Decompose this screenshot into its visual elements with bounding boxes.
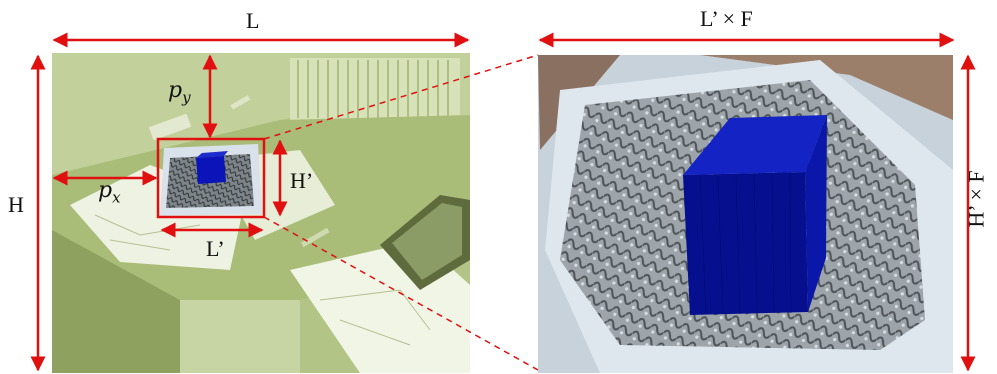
frame-width-label: L [246, 8, 259, 34]
zoomed-view [538, 55, 953, 373]
box-height-label: H’ [290, 168, 313, 194]
offset-y-symbol: p [168, 78, 182, 103]
camera-frame [52, 53, 470, 373]
floor [180, 300, 300, 373]
offset-x-label: px [98, 178, 121, 206]
zoom-width-label: L’ × F [700, 6, 753, 32]
offset-x-subscript: x [112, 188, 120, 206]
radiator [290, 58, 460, 120]
frame-height-label: H [8, 192, 24, 218]
marker-card-small [160, 144, 262, 216]
offset-x-symbol: p [98, 178, 112, 203]
zoom-height-label: H’ × F [964, 170, 990, 227]
offset-y-subscript: y [182, 88, 190, 106]
virtual-cube-small [196, 156, 226, 184]
offset-y-label: py [168, 78, 191, 106]
box-width-label: L’ [206, 236, 225, 262]
